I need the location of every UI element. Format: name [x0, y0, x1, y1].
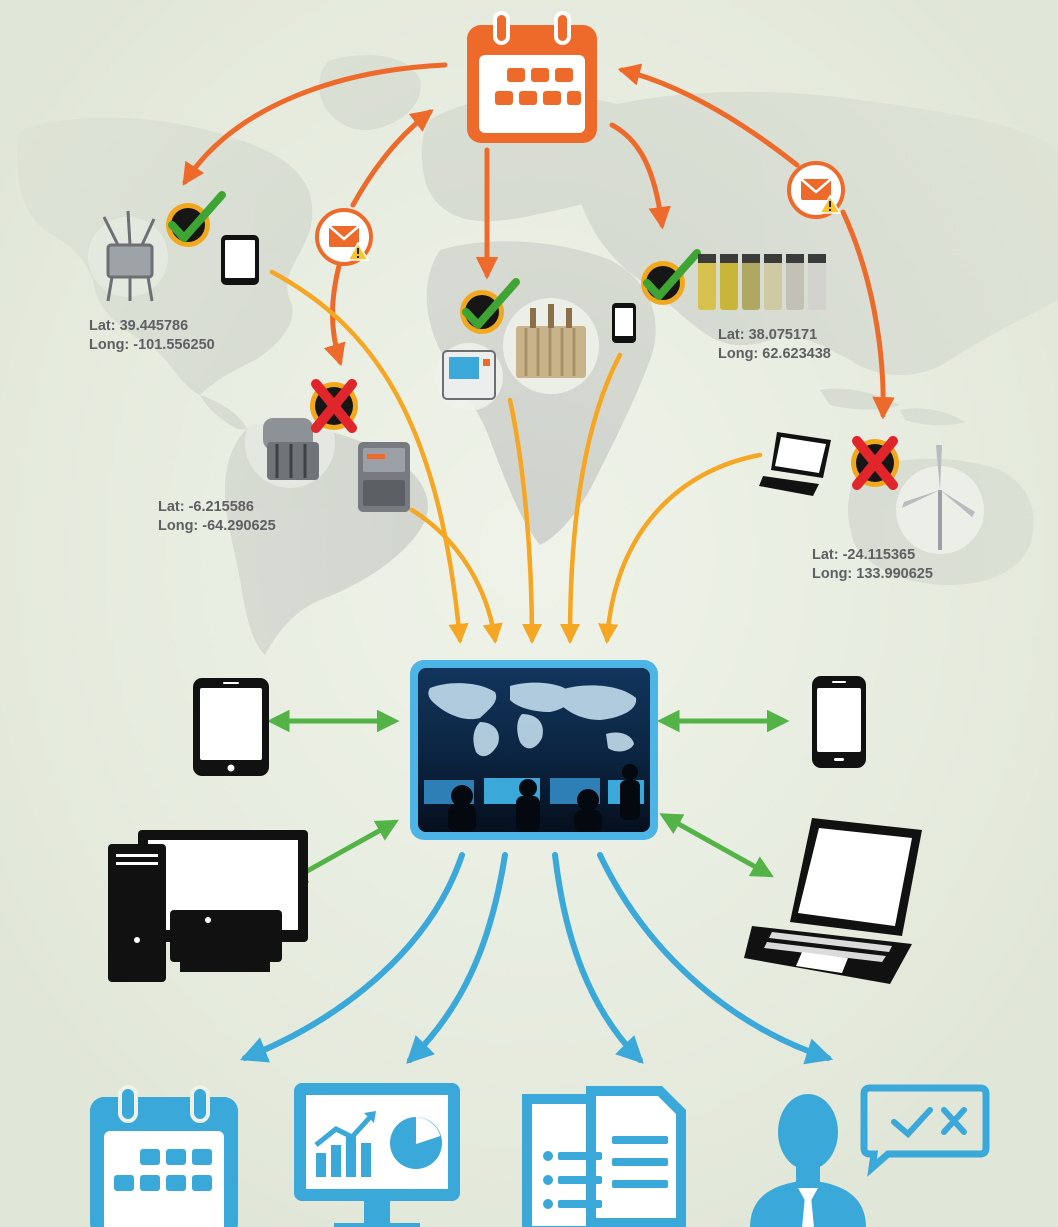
scheduling-calendar-icon[interactable]	[90, 1085, 238, 1227]
data-flow-arrows	[269, 269, 763, 645]
tablet-icon[interactable]	[193, 678, 269, 776]
desktop-computer-icon[interactable]	[108, 830, 308, 982]
coordinates-central-asia: Lat: 38.075171 Long: 62.623438	[718, 326, 831, 364]
longitude-label: Long: -101.556250	[89, 337, 215, 353]
decision-user-icon[interactable]	[750, 1084, 990, 1227]
output-arrow-calendar	[239, 852, 465, 1063]
smartphone-icon[interactable]	[812, 676, 866, 768]
phone-icon	[612, 303, 636, 343]
wind-turbine-icon	[896, 445, 984, 554]
laptop-icon[interactable]	[744, 818, 922, 984]
output-arrows	[239, 852, 834, 1065]
output-arrow-decision	[597, 852, 834, 1065]
schedule-arrow-australia-return	[617, 63, 800, 168]
scheduling-arrows	[182, 62, 895, 420]
sync-arrows	[267, 709, 790, 884]
world-map-display-icon	[428, 682, 637, 757]
schedule-arrow-north-america	[182, 62, 448, 186]
email-warning-badge-asia-pacific	[787, 161, 845, 219]
report-documents-icon[interactable]	[522, 1086, 686, 1227]
test-instrument-icon	[358, 442, 410, 512]
schedule-arrow-central-asia	[609, 122, 671, 230]
schedule-arrow-south-america-return	[350, 109, 434, 208]
sync-arrow-desktop	[284, 819, 399, 884]
operator-workstations	[424, 764, 644, 832]
latitude-label: Lat: -24.115365	[812, 547, 916, 563]
laptop-icon	[759, 432, 831, 496]
control-room-hub[interactable]	[410, 660, 658, 840]
output-arrow-reports	[552, 852, 644, 1064]
data-arrow-australia	[598, 452, 763, 645]
status-fail-australia	[851, 436, 899, 490]
data-arrow-central-asia	[559, 352, 623, 645]
analytics-dashboard-icon[interactable]	[294, 1083, 460, 1227]
email-warning-badge-americas	[315, 208, 373, 266]
status-check-north-america	[166, 191, 226, 247]
analyzer-instrument-icon	[435, 343, 503, 411]
power-transformer-icon	[245, 398, 335, 488]
longitude-label: Long: -64.290625	[158, 518, 276, 534]
schedule-arrow-australia	[840, 209, 895, 420]
coordinates-australia: Lat: -24.115365 Long: 133.990625	[812, 546, 933, 584]
data-arrow-south-america	[409, 507, 503, 645]
data-arrow-africa	[507, 397, 543, 645]
oil-filled-transformer-icon	[503, 298, 599, 394]
latitude-label: Lat: -6.215586	[158, 499, 254, 515]
latitude-label: Lat: 38.075171	[718, 327, 818, 343]
tablet-icon	[221, 235, 259, 285]
coordinates-south-america: Lat: -6.215586 Long: -64.290625	[158, 498, 276, 536]
coordinates-north-america: Lat: 39.445786 Long: -101.556250	[89, 317, 215, 355]
longitude-label: Long: 62.623438	[718, 346, 831, 362]
oil-sample-vials-icon	[698, 254, 826, 310]
sync-arrow-laptop	[659, 813, 774, 878]
output-arrow-analytics	[406, 852, 508, 1064]
speech-bubble-check-cross-icon	[860, 1084, 990, 1177]
status-check-central-asia	[641, 249, 701, 305]
longitude-label: Long: 133.990625	[812, 566, 933, 582]
data-arrow-north-america	[269, 269, 469, 645]
status-fail-south-america	[310, 379, 358, 433]
latitude-label: Lat: 39.445786	[89, 318, 189, 334]
scheduler-calendar-icon	[467, 11, 597, 143]
circuit-breaker-icon	[88, 210, 168, 302]
status-check-africa	[460, 278, 520, 334]
